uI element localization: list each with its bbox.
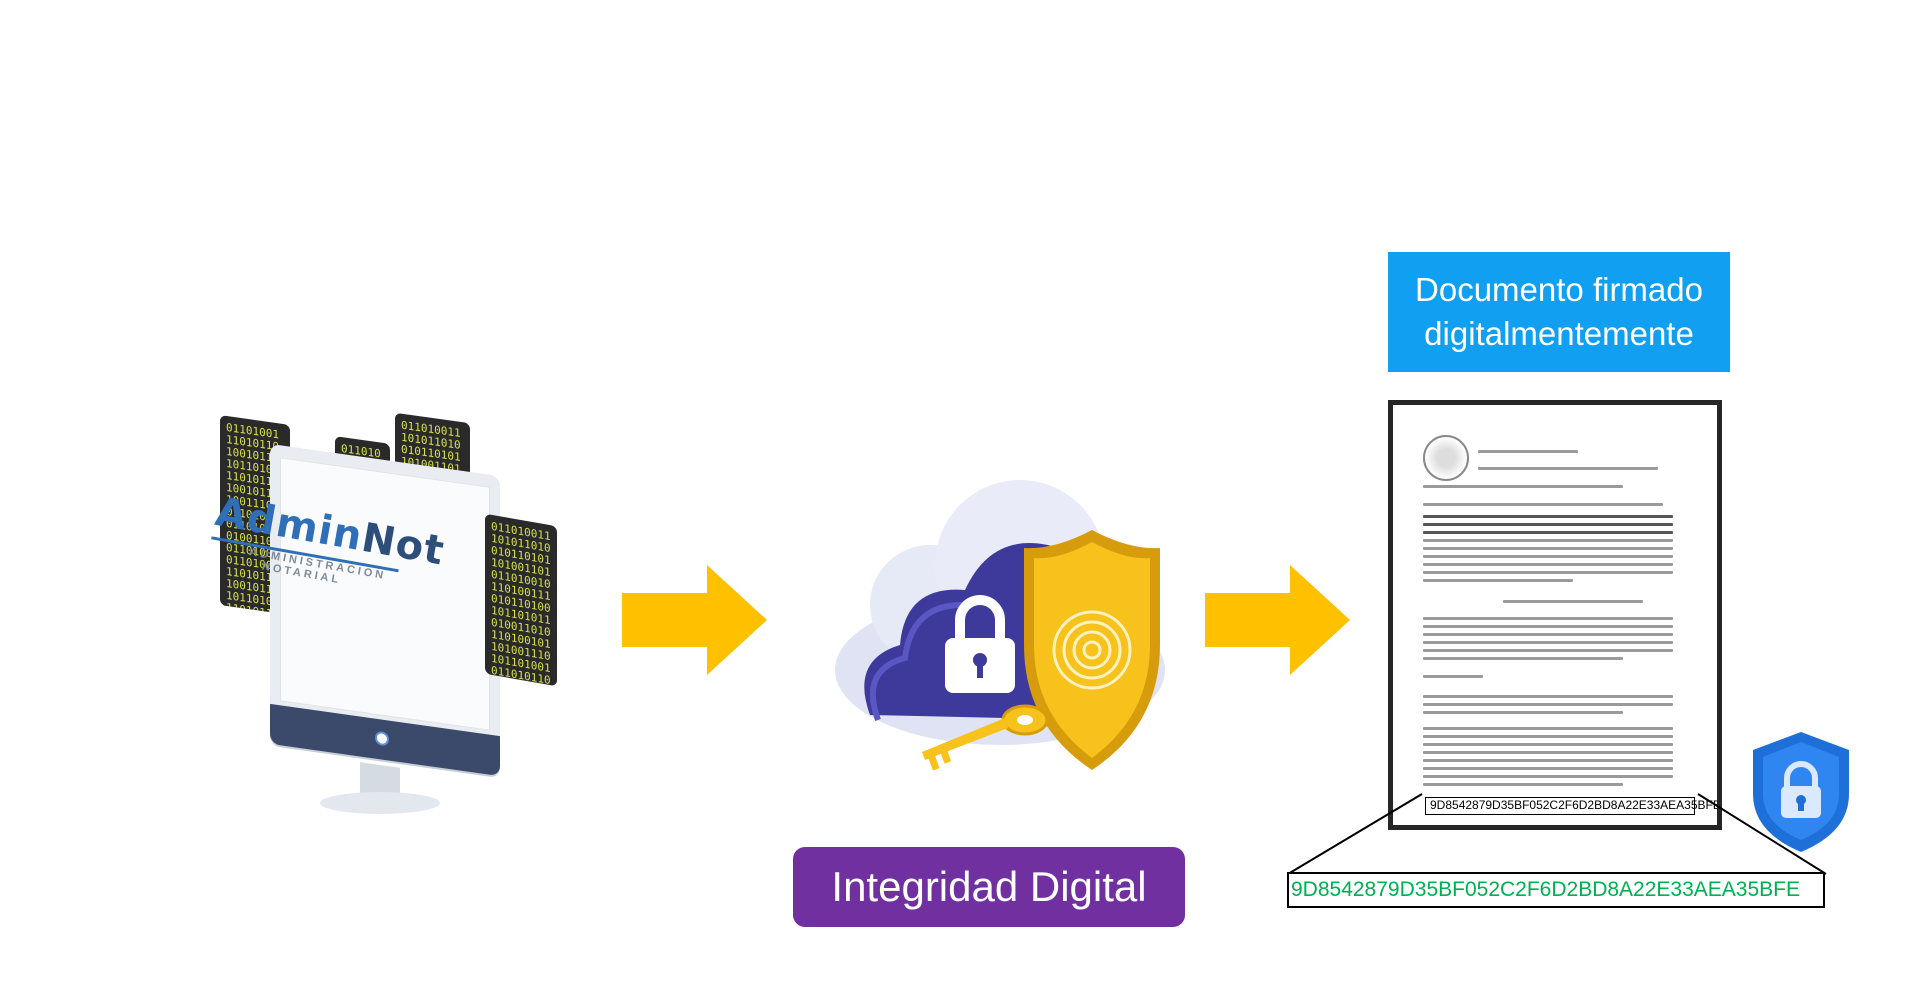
binary-data-panel: 0110100111010110100101101011010011010110…	[485, 513, 557, 687]
zoom-connector-lines	[1287, 793, 1827, 875]
document-text-line	[1423, 775, 1673, 778]
document-text-line	[1478, 450, 1578, 453]
document-text-line	[1423, 695, 1673, 698]
cloud-security-illustration	[835, 480, 1165, 771]
integrity-digital-label: Integridad Digital	[793, 847, 1185, 927]
document-text-line	[1423, 617, 1673, 620]
document-text-line	[1423, 675, 1483, 678]
document-text-line	[1423, 523, 1673, 526]
monitor	[270, 443, 500, 777]
document-text-line	[1423, 485, 1623, 488]
document-text-line	[1423, 767, 1673, 770]
document-text-line	[1503, 600, 1643, 603]
arrow-right-icon	[622, 565, 767, 675]
document-text-line	[1423, 531, 1673, 534]
document-text-line	[1423, 743, 1673, 746]
document-text-line	[1423, 547, 1673, 550]
document-text-line	[1423, 735, 1673, 738]
adminnot-computer-illustration: 0110100111010110100101101011010011010110…	[200, 412, 580, 820]
document-text-line	[1423, 783, 1623, 786]
monitor-stand-base	[320, 792, 440, 814]
document-text-line	[1423, 711, 1623, 714]
doc-title-line2: digitalmentemente	[1424, 315, 1694, 352]
document-text-line	[1423, 503, 1663, 506]
doc-title-line1: Documento firmado	[1415, 271, 1703, 308]
document-text-line	[1423, 641, 1673, 644]
document-text-line	[1423, 633, 1673, 636]
document-text-line	[1423, 571, 1673, 574]
document-text-line	[1423, 703, 1673, 706]
document-text-line	[1478, 467, 1658, 470]
signed-document: 9D8542879D35BF052C2F6D2BD8A22E33AEA35BFE	[1388, 400, 1722, 830]
zoomed-hash-text: 9D8542879D35BF052C2F6D2BD8A22E33AEA35BFE	[1291, 878, 1800, 901]
document-text-line	[1423, 579, 1573, 582]
document-text-line	[1423, 759, 1673, 762]
lock-shield-icon	[1753, 732, 1849, 852]
padlock-icon	[945, 595, 1015, 693]
document-text-line	[1423, 751, 1673, 754]
document-text-line	[1423, 625, 1673, 628]
document-hash: 9D8542879D35BF052C2F6D2BD8A22E33AEA35BFE	[1425, 797, 1717, 815]
signed-document-title: Documento firmado digitalmentemente	[1388, 252, 1730, 372]
document-text-line	[1423, 563, 1673, 566]
document-text-line	[1423, 727, 1673, 730]
document-text-line	[1423, 649, 1673, 652]
document-text-line	[1423, 555, 1673, 558]
power-button-icon	[375, 730, 389, 747]
document-text-line	[1423, 657, 1623, 660]
document-text-line	[1423, 515, 1673, 518]
key-icon	[922, 704, 1049, 771]
notary-seal-icon	[1423, 435, 1469, 481]
zoomed-hash-box	[1287, 872, 1825, 908]
fingerprint-shield-icon	[1024, 530, 1160, 770]
document-text-line	[1423, 539, 1673, 542]
arrow-right-icon	[1205, 565, 1350, 675]
